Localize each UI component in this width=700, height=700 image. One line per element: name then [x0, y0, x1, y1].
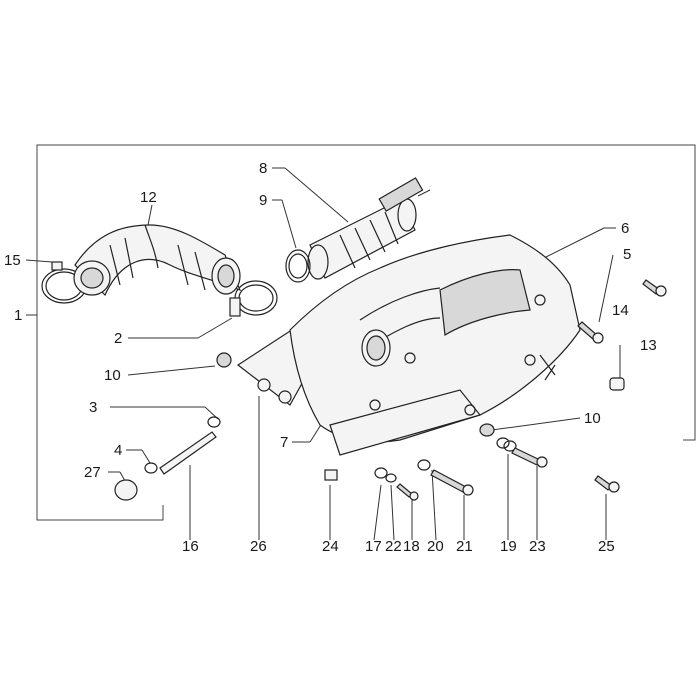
- label-10-left: 10: [104, 367, 121, 384]
- filter-element: [307, 177, 431, 280]
- label-22: 22: [385, 538, 402, 555]
- label-9: 9: [259, 192, 267, 209]
- intake-duct: [73, 224, 242, 297]
- spring-clip: [285, 249, 311, 283]
- air-box-housing: [236, 234, 581, 456]
- label-26: 26: [250, 538, 267, 555]
- label-3: 3: [89, 399, 97, 416]
- label-5: 5: [623, 246, 631, 263]
- label-13: 13: [640, 337, 657, 354]
- hardware-parts: [114, 279, 667, 501]
- callout-labels: 1 2 3 4 5 6 7 8 9 10 10 12 13 14 15 16 1…: [4, 160, 657, 555]
- label-16: 16: [182, 538, 199, 555]
- label-17: 17: [365, 538, 382, 555]
- label-10-right: 10: [584, 410, 601, 427]
- label-20: 20: [427, 538, 444, 555]
- label-23: 23: [529, 538, 546, 555]
- label-21: 21: [456, 538, 473, 555]
- label-12: 12: [140, 189, 157, 206]
- label-27: 27: [84, 464, 101, 481]
- hose-clamp-right: [229, 280, 278, 317]
- label-15: 15: [4, 252, 21, 269]
- label-4: 4: [114, 442, 122, 459]
- assembly-bracket: [36, 144, 696, 521]
- label-18: 18: [403, 538, 420, 555]
- label-19: 19: [500, 538, 517, 555]
- label-25: 25: [598, 538, 615, 555]
- label-2: 2: [114, 330, 122, 347]
- label-7: 7: [280, 434, 288, 451]
- label-6: 6: [621, 220, 629, 237]
- label-1: 1: [14, 307, 22, 324]
- label-8: 8: [259, 160, 267, 177]
- label-24: 24: [322, 538, 339, 555]
- label-14: 14: [612, 302, 629, 319]
